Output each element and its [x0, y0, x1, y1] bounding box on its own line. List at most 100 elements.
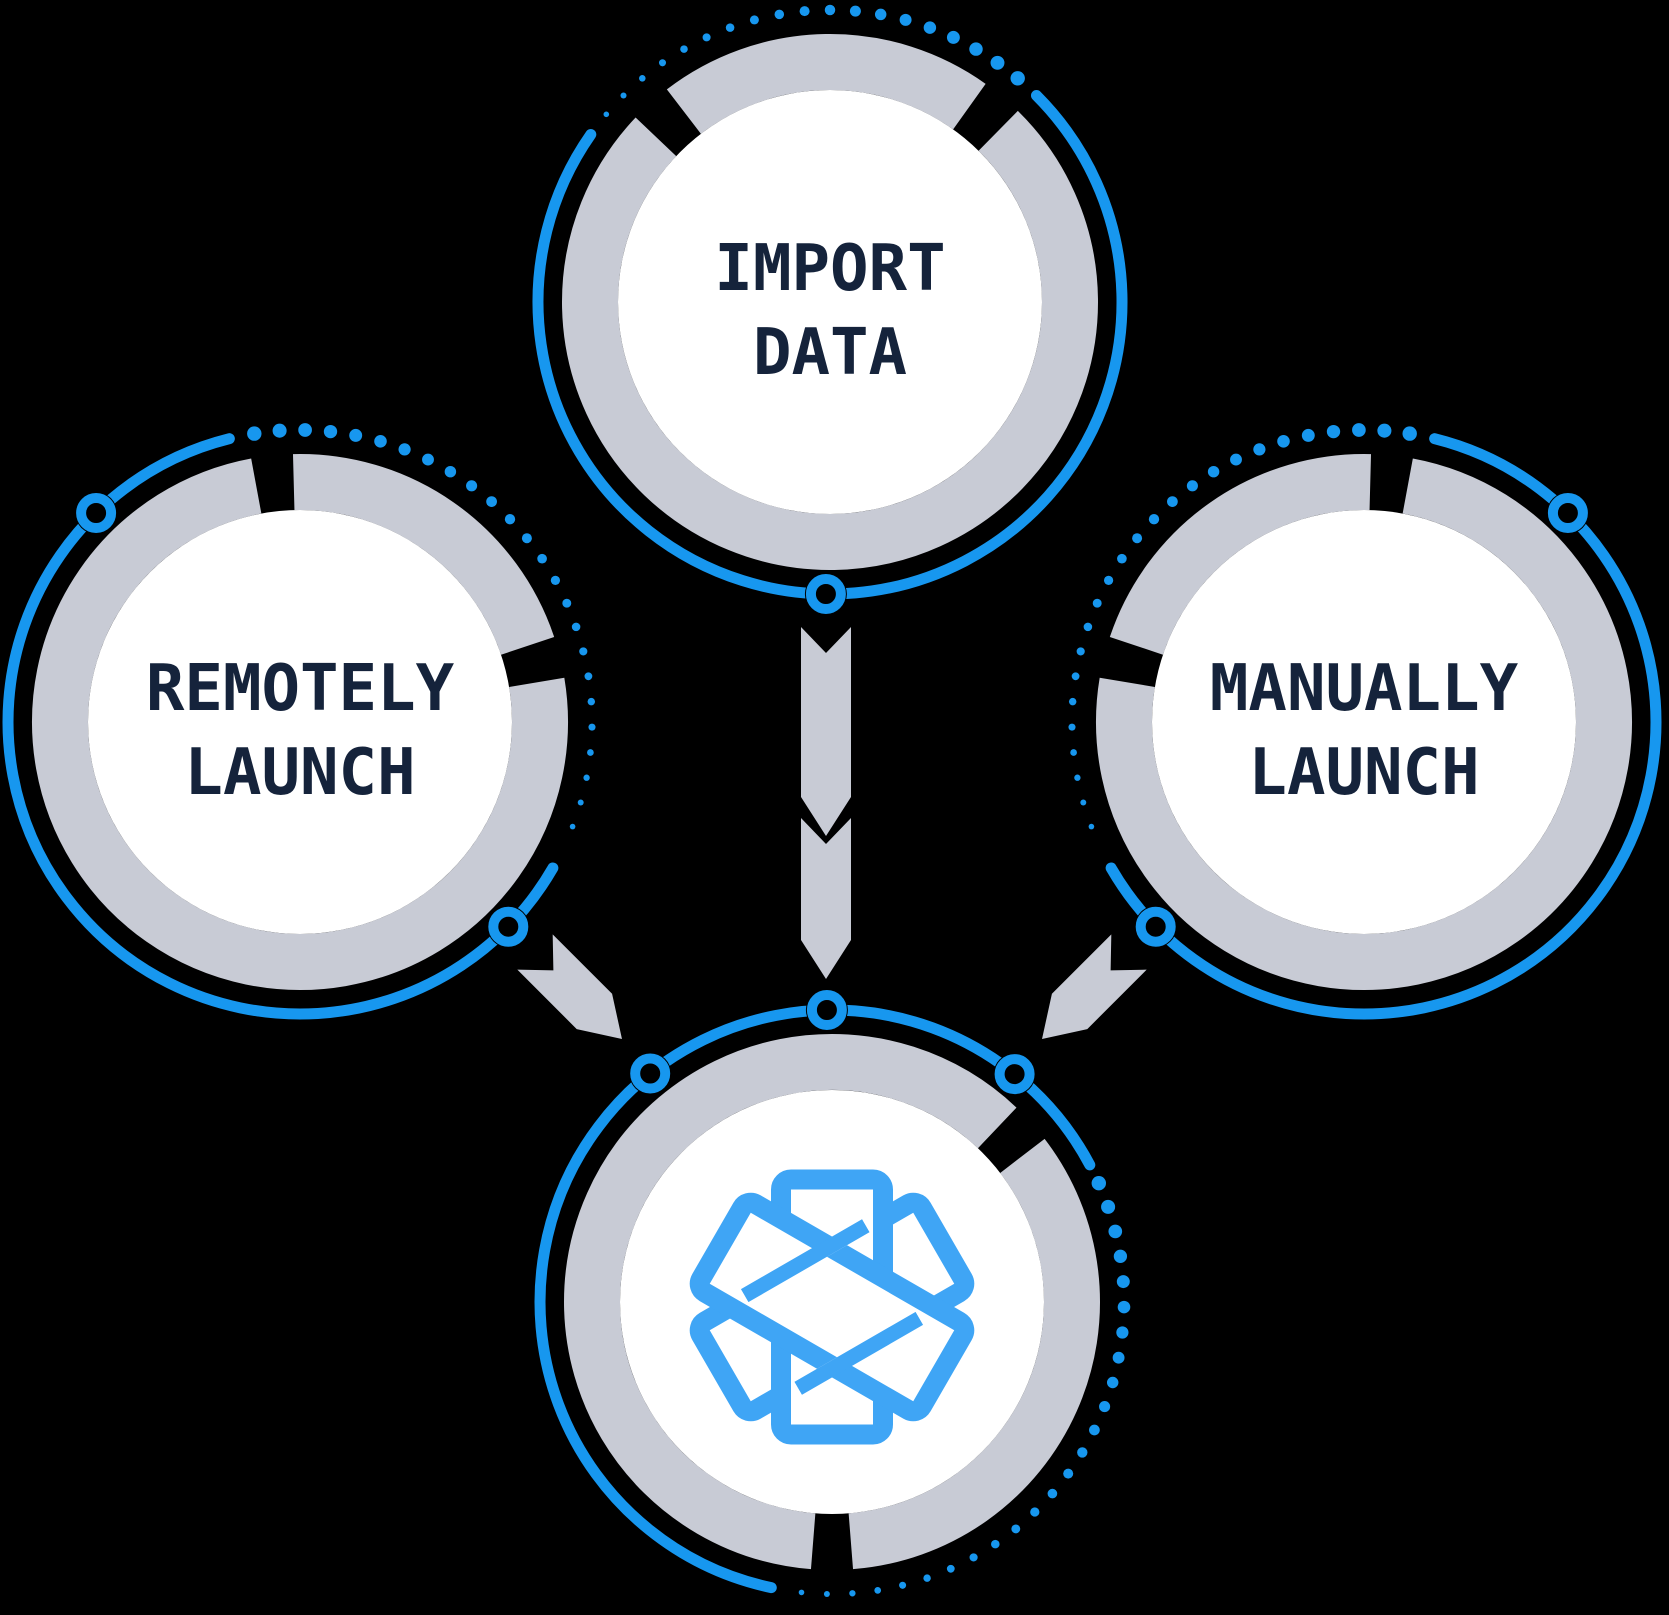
gray-ring-segment [32, 458, 568, 990]
dotted-orbit-arc [798, 1176, 1131, 1597]
manual-to-hub-arrow [1042, 934, 1147, 1039]
orbit-node-ring [630, 1053, 671, 1094]
orbit-dot [587, 749, 594, 756]
orbit-dot [1092, 598, 1102, 608]
orbit-dot [298, 423, 312, 437]
orbit-dot [680, 45, 688, 53]
orbit-dot [1113, 1249, 1128, 1263]
gray-ring-segment [1096, 458, 1632, 990]
orbit-dot [1074, 774, 1081, 781]
orbit-dot [923, 1574, 931, 1582]
orbit-dot [1186, 480, 1198, 492]
import-to-hub-arrow [801, 627, 851, 979]
orbit-dot [422, 453, 434, 466]
orbit-dot [1071, 672, 1080, 681]
orbit-dot [1106, 1376, 1119, 1389]
orbit-dot [1326, 424, 1341, 439]
orbit-dot [823, 1591, 830, 1597]
orbit-dot [1070, 749, 1077, 756]
orbit-dot [587, 697, 596, 706]
orbit-dot [603, 111, 610, 118]
chevron-arrow-segment [517, 934, 622, 1039]
orbit-dot [398, 443, 411, 456]
orbit-dot [1068, 723, 1076, 731]
blue-orbit-arc [534, 1004, 1096, 1594]
orbit-dot [577, 799, 584, 806]
orbit-dot [849, 5, 861, 17]
orbit-dot [1083, 622, 1093, 632]
pinwheel-asterisk-icon [689, 1169, 975, 1445]
orbit-dot [466, 480, 478, 492]
orbit-dot [1068, 697, 1077, 706]
orbit-dot [1080, 799, 1087, 806]
orbit-dot [969, 42, 983, 56]
chevron-arrow-segment [1042, 934, 1147, 1039]
remote-to-hub-arrow [517, 934, 622, 1039]
orbit-dot [550, 575, 561, 586]
blue-orbit-arc [1105, 433, 1662, 1020]
orbit-dot [1301, 428, 1315, 442]
gray-ring-segment [562, 110, 1098, 570]
orbit-dot [1103, 575, 1114, 586]
orbit-dot [1101, 1199, 1116, 1214]
orbit-dot [1047, 1488, 1058, 1499]
chevron-arrow-segment [801, 627, 851, 836]
orbit-dot [571, 622, 581, 632]
orbit-dot [1010, 71, 1025, 86]
import-data-disc [618, 90, 1042, 514]
orbit-dot [521, 533, 532, 544]
circle-label: LAUNCH [184, 736, 415, 810]
orbit-dot [849, 1590, 856, 1597]
orbit-dot [1207, 465, 1220, 478]
gray-ring-segment [564, 1034, 1017, 1570]
orbit-dot [874, 8, 887, 21]
orbit-dot [749, 15, 759, 25]
circle-remotely-launch: REMOTELY LAUNCH [2, 423, 596, 1020]
orbit-dot [946, 1564, 955, 1573]
orbit-dot [1088, 823, 1095, 830]
orbit-node-ring [488, 906, 529, 947]
orbit-dot [1132, 533, 1143, 544]
orbit-dot [1011, 1524, 1021, 1534]
orbit-dot [247, 426, 262, 441]
orbit-dot [272, 423, 287, 438]
orbit-dot [349, 428, 363, 442]
orbit-dot [579, 647, 588, 656]
orbit-dot [583, 774, 590, 781]
orbit-dot [1108, 1224, 1123, 1239]
circle-label: MANUALLY [1210, 652, 1519, 726]
orbit-node-ring [1135, 906, 1176, 947]
orbit-dot [444, 465, 457, 478]
orbit-dot [1117, 1300, 1131, 1314]
orbit-dot [1116, 1326, 1129, 1339]
dotted-orbit-arc [247, 423, 596, 830]
orbit-dot [899, 1581, 907, 1589]
orbit-dot [798, 1589, 805, 1596]
orbit-dot [799, 6, 810, 17]
orbit-dot [658, 59, 667, 67]
orbit-dot [1230, 453, 1242, 466]
orbit-dot [1352, 423, 1366, 437]
orbit-dot [486, 496, 497, 507]
orbit-node-ring [805, 574, 846, 614]
orbit-dot [824, 4, 836, 16]
orbit-dot [969, 1553, 978, 1562]
manually-launch-disc [1152, 510, 1576, 934]
circle-label: REMOTELY [146, 652, 455, 726]
orbit-dot [584, 672, 593, 681]
gray-ring-segment [293, 454, 555, 656]
blue-orbit-arc [2, 433, 559, 1020]
orbit-dot [1253, 443, 1266, 456]
orbit-dot [504, 514, 516, 525]
orbit-dot [1063, 1468, 1074, 1479]
orbit-dot [620, 92, 627, 99]
orbit-dot [923, 21, 937, 34]
dotted-orbit-arc [1068, 423, 1417, 830]
orbit-dot [1030, 1507, 1040, 1517]
orbit-dot [1117, 553, 1127, 564]
orbit-dot [537, 553, 547, 564]
orbit-node-ring [76, 493, 117, 533]
orbit-dot [374, 435, 387, 448]
